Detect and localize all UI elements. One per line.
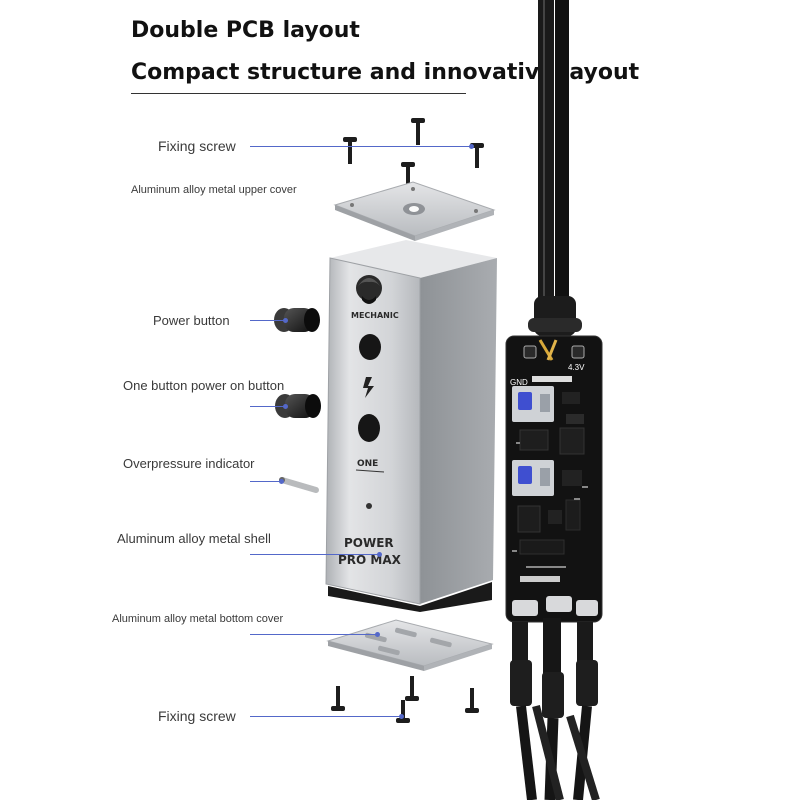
overpressure-indicator-rod <box>279 477 319 493</box>
usb-cables-bottom <box>510 618 600 800</box>
pcb-gnd-label: GND <box>510 378 528 387</box>
label-shell: Aluminum alloy metal shell <box>117 531 271 546</box>
label-bottom-cover: Aluminum alloy metal bottom cover <box>112 613 284 625</box>
usb-cable-top <box>528 0 582 336</box>
leader-bottom-cover <box>250 632 380 637</box>
fixing-screws-bottom <box>331 676 479 723</box>
model-label-line2: PRO MAX <box>338 553 402 567</box>
upper-cover-plate <box>333 181 496 241</box>
leader-fixing-screw-bottom <box>250 714 404 719</box>
label-fixing-screw-bottom: Fixing screw <box>158 708 236 724</box>
label-overpressure: Overpressure indicator <box>123 456 255 471</box>
heading-double-pcb: Double PCB layout <box>131 18 360 43</box>
leader-fixing-screw-top <box>250 144 474 149</box>
label-power-button: Power button <box>153 313 230 328</box>
leader-shell <box>250 552 382 557</box>
label-one-button: One button power on button <box>123 378 285 393</box>
label-fixing-screw-top: Fixing screw <box>158 138 236 154</box>
bottom-cover-plate <box>326 619 494 671</box>
leader-one-button <box>250 404 288 409</box>
leader-power-button <box>250 318 288 323</box>
pcb-board <box>505 335 603 623</box>
model-label-line1: POWER <box>344 536 394 550</box>
aluminum-shell <box>325 240 497 612</box>
heading-underline <box>131 93 466 94</box>
leader-overpressure <box>250 479 284 484</box>
one-mark-label: ONE <box>357 459 378 469</box>
label-upper-cover: Aluminum alloy metal upper cover <box>131 184 297 196</box>
heading-compact-structure: Compact structure and innovative layout <box>131 60 640 85</box>
pcb-voltage-label: 4.3V <box>568 363 585 372</box>
fixing-screws-top <box>343 118 484 185</box>
brand-label: MECHANIC <box>351 311 399 320</box>
